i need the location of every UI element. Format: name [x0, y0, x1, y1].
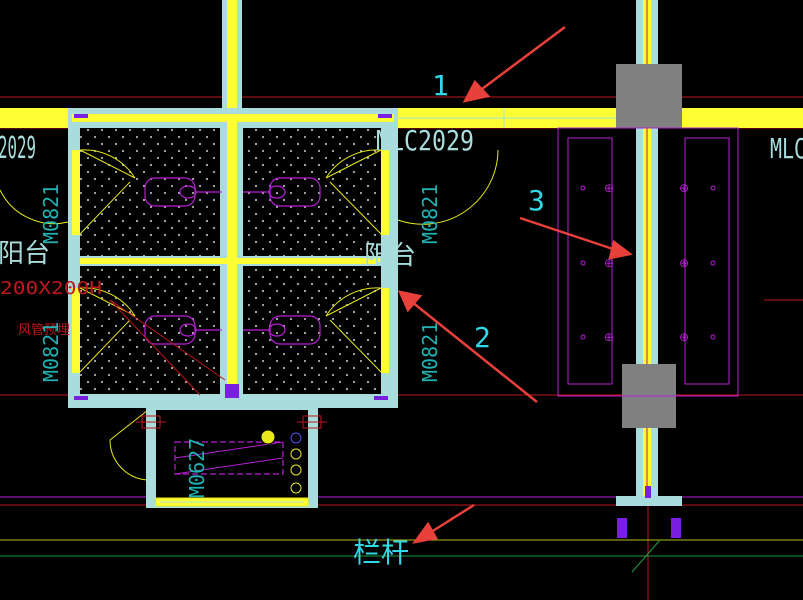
window-label-right: MLC: [770, 132, 803, 165]
fixture-outlines: ⊕ ⊕ ⊕ ⊕ ⊕ ⊕: [557, 127, 739, 397]
red-note-label: 风管预埋: [18, 323, 70, 338]
svg-text:⊕: ⊕: [679, 330, 689, 344]
svg-text:⊕: ⊕: [604, 256, 614, 270]
door-label-c: M0821: [39, 322, 63, 382]
door-label-a: M0821: [39, 184, 63, 244]
door-label-b: M0821: [418, 184, 442, 244]
window-label-mid: MLC2029: [376, 124, 474, 157]
balcony-label-left: 阳台: [0, 239, 50, 269]
door-label-d: M0821: [418, 322, 442, 382]
svg-text:⊕: ⊕: [604, 181, 614, 195]
balcony-label-right: 阳台: [364, 241, 416, 271]
railing-label: 栏杆: [353, 536, 409, 569]
svg-text:⊕: ⊕: [679, 256, 689, 270]
callout-3: 3: [528, 184, 545, 217]
callout-1: 1: [432, 69, 449, 102]
svg-text:⊕: ⊕: [604, 330, 614, 344]
window-label-left: 2029: [0, 131, 36, 166]
annotations: 1 2 3 栏杆 2029 MLC2029 MLC 阳台 阳台 200X200H…: [0, 69, 803, 569]
red-arrow-icon: [397, 25, 633, 544]
column-right: [616, 0, 682, 538]
window-band: [0, 108, 803, 128]
vertical-wall-top: [222, 0, 242, 110]
svg-text:⊕: ⊕: [679, 181, 689, 195]
red-dim-label: 200X200H: [0, 278, 102, 299]
bathroom-block: [68, 108, 398, 408]
callout-2: 2: [474, 321, 491, 354]
toilet-icon: [144, 177, 321, 345]
door-swings: [0, 149, 499, 481]
door-label-e: M0627: [185, 438, 209, 498]
leader-lines: [109, 299, 226, 396]
laundry-room: [136, 400, 327, 508]
